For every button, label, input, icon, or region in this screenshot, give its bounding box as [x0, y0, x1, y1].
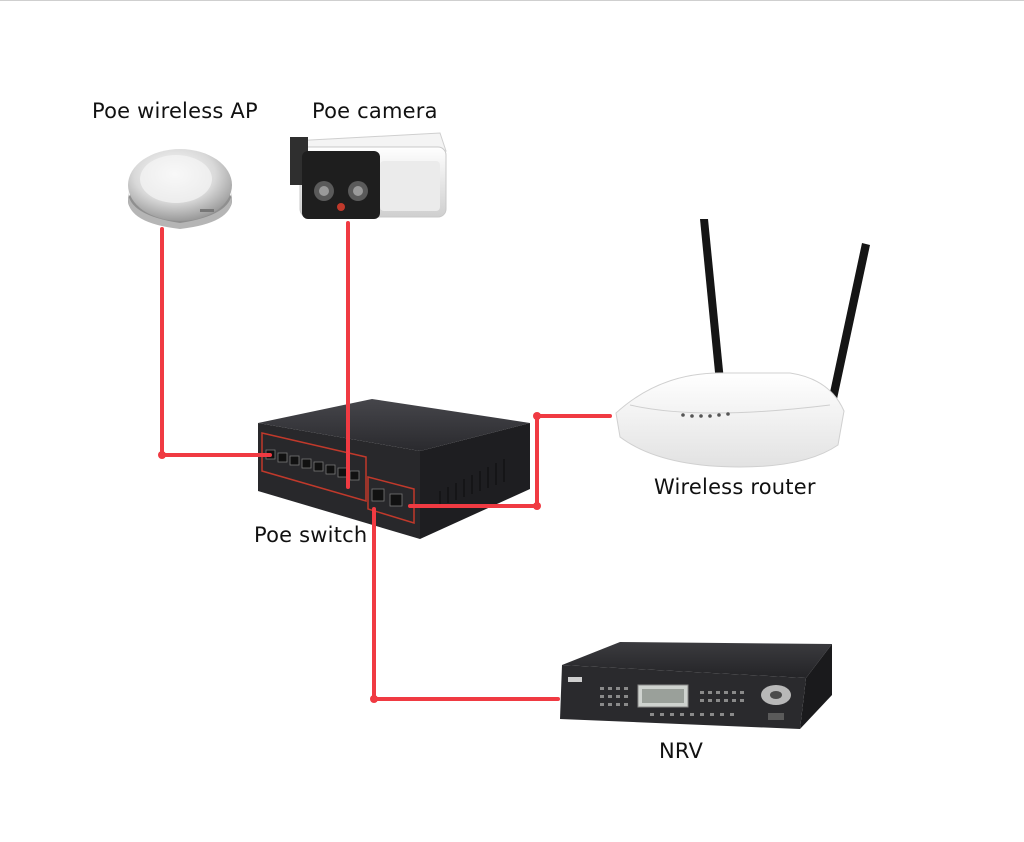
wireless-ap-icon	[128, 149, 232, 229]
cable-switch-to-nvr	[372, 507, 560, 701]
label-nvr: NRV	[659, 739, 704, 763]
label-wireless-router: Wireless router	[654, 475, 816, 499]
cable-ap-to-switch	[160, 227, 272, 457]
poe-camera-icon	[290, 132, 447, 219]
poe-switch-icon	[258, 399, 530, 539]
nvr-icon	[560, 642, 832, 729]
label-poe-switch: Poe switch	[254, 523, 368, 547]
cable-joints	[158, 412, 541, 703]
label-poe-camera: Poe camera	[312, 99, 438, 123]
cable-switch-to-router	[408, 414, 612, 508]
label-wireless-ap: Poe wireless AP	[92, 99, 258, 123]
wireless-router-icon	[615, 219, 870, 468]
